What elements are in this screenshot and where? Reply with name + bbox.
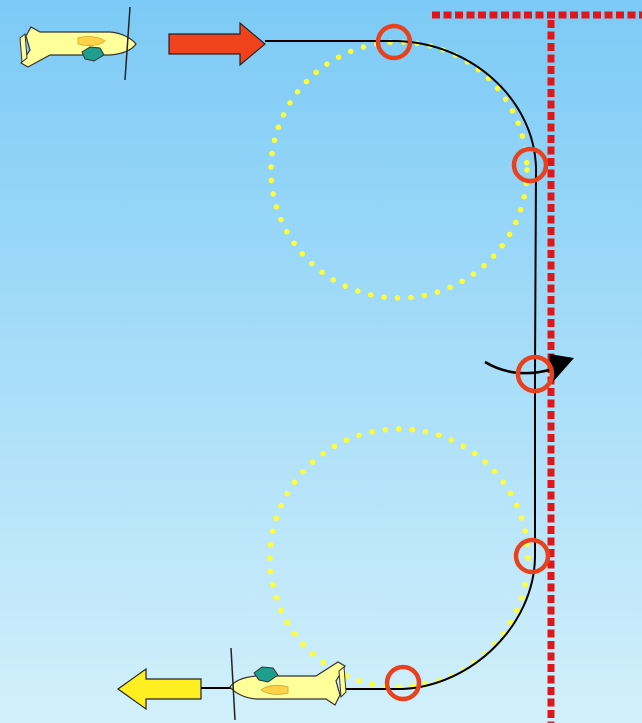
maneuver-diagram — [0, 0, 642, 723]
